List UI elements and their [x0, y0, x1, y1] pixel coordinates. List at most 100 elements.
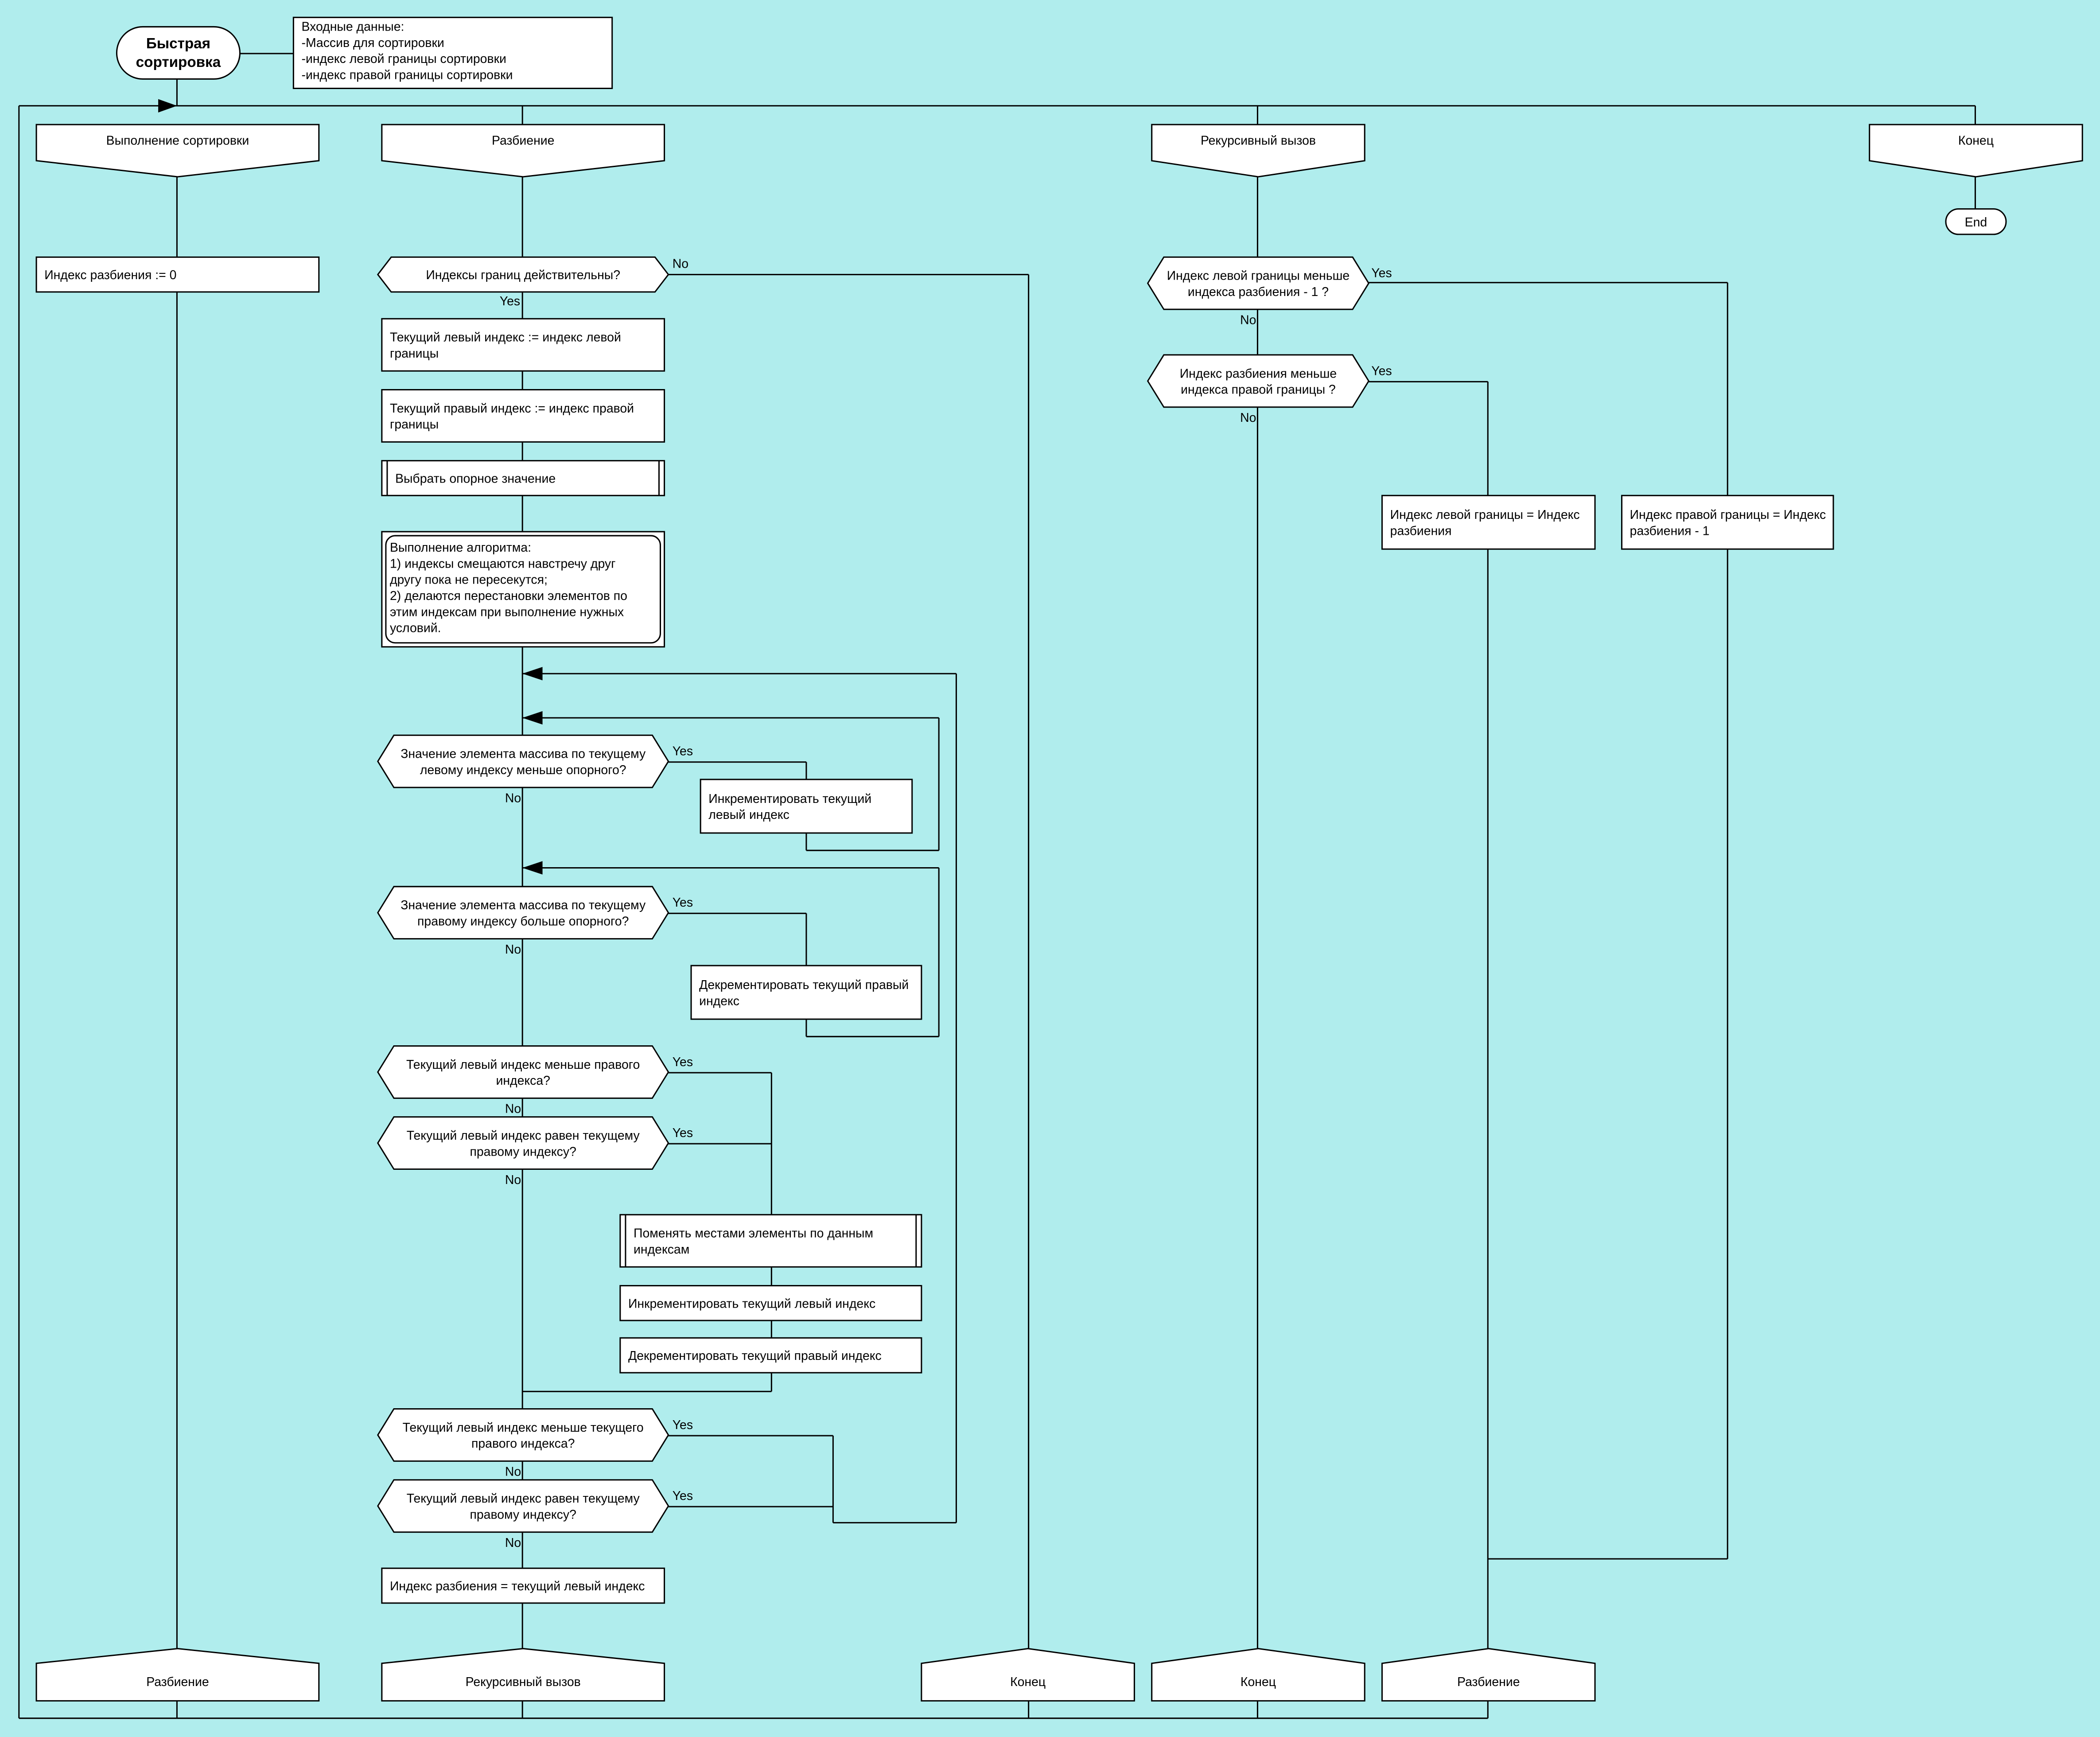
block-text: Разбиение [146, 1675, 209, 1689]
block-shape [292, 16, 613, 89]
block-text: Индекс правой границы = Индекс [1630, 508, 1826, 522]
no-branch-label: No [505, 1102, 521, 1116]
block-shape [619, 1285, 922, 1321]
block-text: Конец [1010, 1675, 1046, 1689]
block-shape [116, 26, 241, 80]
algorithm-comment: Выполнение алгоритма: 1) индексы смещаютс… [381, 531, 665, 648]
yes-branch-label: Yes [673, 1126, 693, 1140]
decision-right-greater-pivot: Значение элемента массива по текущемупра… [377, 886, 669, 940]
block-shape [1381, 495, 1596, 550]
yes-branch-label: Yes [673, 744, 693, 759]
block-shape [381, 1648, 665, 1702]
block-text: Индекс разбиения := 0 [44, 268, 176, 282]
no-branch-label: No [1240, 313, 1256, 327]
block-shape [921, 1647, 1135, 1702]
decision-left-equals-right: Текущий левый индекс равен текущемуправо… [377, 1116, 669, 1170]
block-text: границы [390, 417, 439, 432]
action-set-right-bound: Индекс правой границы = Индекс разбиения … [1621, 495, 1834, 550]
block-shape [377, 1479, 669, 1533]
address-end: Конец [921, 1647, 1135, 1702]
block-shape [1869, 124, 2083, 178]
action-set-left-index: Текущий левый индекс := индекс левойгран… [381, 318, 665, 372]
block-shape [1381, 1647, 1596, 1702]
block-text: 1) индексы смещаются навстречу друг [390, 557, 616, 571]
yes-branch-label: Yes [500, 294, 520, 308]
block-shape [619, 1337, 922, 1374]
branch-header-sort: Выполнение сортировки [35, 124, 320, 178]
loop-arrow-icon [522, 711, 543, 725]
block-text: Текущий правый индекс := индекс правой [390, 401, 634, 416]
no-branch-label: No [673, 257, 688, 271]
block-text: Выполнение алгоритма: [390, 541, 531, 555]
block-shape [1945, 208, 2007, 235]
block-text: разбиения [1390, 524, 1452, 538]
no-branch-label: No [505, 1173, 521, 1187]
block-text: индекса? [496, 1074, 550, 1088]
address-partition: Разбиение [35, 1648, 320, 1702]
block-text: Выполнение сортировки [106, 133, 249, 148]
address-recursive-call: Рекурсивный вызов [381, 1648, 665, 1702]
block-text: Инкрементировать текущий левый индекс [628, 1297, 875, 1311]
block-text: 2) делаются перестановки элементов по [390, 589, 627, 603]
block-shape [377, 886, 669, 940]
block-text: индекс [699, 994, 739, 1008]
block-text: Входные данные: [302, 20, 404, 34]
block-text: сортировка [136, 54, 221, 70]
block-text: Выбрать опорное значение [395, 472, 556, 486]
no-branch-label: No [505, 1536, 521, 1550]
loop-arrow-icon [522, 861, 543, 875]
yes-branch-label: Yes [673, 1489, 693, 1503]
action-init-partition-index: Индекс разбиения := 0 [35, 256, 320, 293]
block-text: Текущий левый индекс равен текущему [407, 1492, 640, 1506]
block-shape [1147, 354, 1370, 408]
block-text: Индексы границ действительны? [426, 268, 620, 282]
end-terminator: End [1945, 208, 2007, 235]
block-text: End [1965, 215, 1987, 230]
block-shape [381, 460, 665, 496]
block-shape [35, 1648, 320, 1702]
decision-recurse-right: Индекс разбиения меньше индекса правой гр… [1147, 354, 1370, 408]
yes-branch-label: Yes [673, 896, 693, 910]
block-shape [619, 1214, 922, 1268]
block-text: Декрементировать текущий правый индекс [628, 1349, 882, 1363]
block-text: -индекс левой границы сортировки [302, 52, 506, 66]
block-text: другу пока не пересекутся; [390, 573, 548, 587]
branch-labels: NoYesYesNoYesNoYesNoYesNoYesNoYesNoYesNo… [500, 257, 1392, 1550]
decision-left-less-pivot: Значение элемента массива по текущемулев… [377, 734, 669, 788]
branch-header-partition: Разбиение [381, 124, 665, 178]
block-text: индекса правой границы ? [1181, 383, 1336, 397]
block-shape [381, 124, 665, 178]
branch-header-recursive: Рекурсивный вызов [1151, 124, 1365, 178]
loop-arrow-icon [522, 667, 543, 681]
block-text: разбиения - 1 [1630, 524, 1710, 538]
yes-branch-label: Yes [673, 1055, 693, 1069]
block-text: левому индексу меньше опорного? [420, 763, 626, 777]
no-branch-label: No [505, 942, 521, 957]
block-text: Рекурсивный вызов [466, 1675, 581, 1689]
block-shape [1147, 256, 1370, 310]
action-swap-elements: Поменять местами элементы по данныминдек… [619, 1214, 922, 1268]
decision-left-less-right: Текущий левый индекс меньше правогоиндек… [377, 1045, 669, 1099]
block-shape [377, 256, 669, 293]
action-set-right-index: Текущий правый индекс := индекс правойгр… [381, 389, 665, 443]
block-text: Индекс разбиения меньше [1180, 366, 1337, 381]
yes-branch-label: Yes [1371, 266, 1392, 280]
block-shape [690, 965, 922, 1020]
block-text: правому индексу? [470, 1507, 576, 1522]
block-shape [377, 1116, 669, 1170]
branch-header-end: Конец [1869, 124, 2083, 178]
block-shape [381, 1567, 665, 1604]
decision-left-less-right-2: Текущий левый индекс меньше текущегоправ… [377, 1408, 669, 1462]
loop-arrow-icon [158, 99, 177, 113]
block-text: Значение элемента массива по текущему [401, 898, 646, 912]
block-text: индексам [634, 1242, 689, 1257]
no-branch-label: No [1240, 411, 1256, 425]
block-text: этим индексам при выполнение нужных [390, 605, 624, 619]
block-text: Декрементировать текущий правый [699, 978, 909, 992]
block-text: Инкрементировать текущий [708, 792, 871, 806]
